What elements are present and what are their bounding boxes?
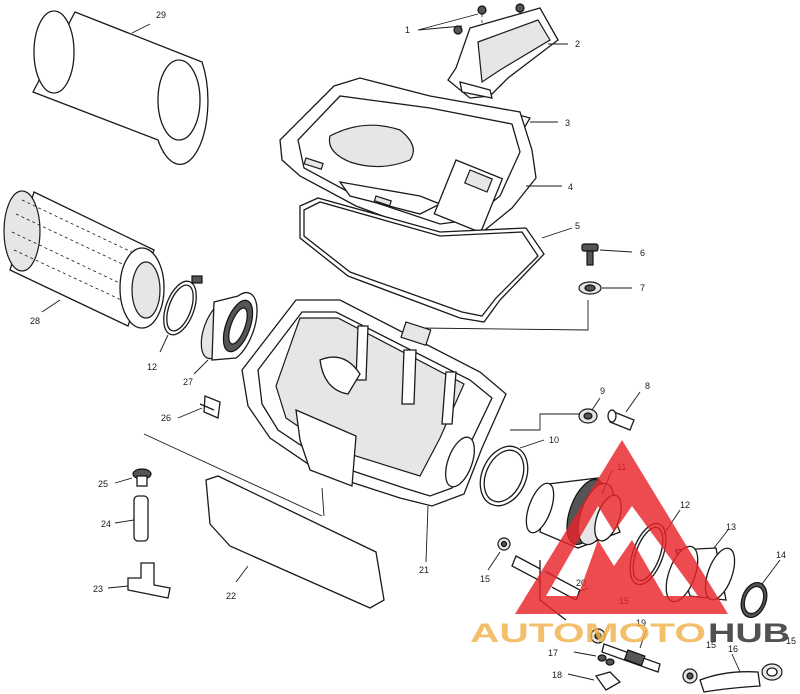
callout-19: 17	[548, 648, 558, 658]
callout-15-c: 15	[706, 640, 716, 650]
part-12-clamp-left	[159, 275, 203, 353]
part-29-filter-sleeve	[32, 10, 209, 166]
part-6-screw	[581, 243, 633, 266]
callout-26: 26	[161, 413, 171, 423]
part-17-check-valve	[601, 629, 661, 673]
callout-28: 28	[30, 316, 40, 326]
callout-15-d: 15	[786, 636, 796, 646]
watermark-text-black: HUB	[708, 618, 790, 648]
callout-20: 18	[552, 670, 562, 680]
part-20-cap	[567, 671, 622, 691]
watermark-triangle	[515, 440, 728, 614]
callout-12-left: 12	[147, 362, 157, 372]
callout-18: 20	[576, 578, 586, 588]
callout-3: 3	[565, 118, 570, 128]
part-10-seal-ring	[479, 439, 545, 507]
callout-21: 21	[419, 565, 429, 575]
callout-12-right: 12	[680, 500, 690, 510]
callout-2: 2	[575, 39, 580, 49]
callout-1: 1	[405, 25, 410, 35]
part-15-clamp-a	[487, 537, 511, 571]
callout-8: 8	[645, 381, 650, 391]
part-14-ring-clamp	[740, 559, 781, 619]
callout-10: 10	[549, 435, 559, 445]
part-8-fitting	[607, 391, 641, 431]
leader-9-to-airbox	[510, 413, 580, 431]
part-21-airbox-base	[241, 299, 507, 563]
part-15-clamp-c	[682, 668, 698, 684]
part-16-hose	[699, 653, 761, 693]
callout-7: 7	[640, 283, 645, 293]
watermark-wordmark: AUTOMOTO HUB	[470, 618, 790, 648]
part-28-air-filter	[3, 190, 165, 329]
callout-6: 6	[640, 248, 645, 258]
part-15-clamp-d	[761, 663, 783, 681]
watermark-text-orange: AUTOMOTO	[470, 618, 706, 648]
callout-27: 27	[183, 377, 193, 387]
part-25-24-23-vent-fittings	[107, 468, 171, 599]
callout-22: 22	[226, 591, 236, 601]
callout-labels: 29 1 2 3 4 5 6 7 8 9 10 11 28 12 27 26 2…	[30, 10, 796, 680]
callout-9: 9	[600, 386, 605, 396]
watermark-logo: AUTOMOTO HUB	[470, 440, 790, 648]
part-26-clip	[177, 395, 221, 419]
part-9-nut	[578, 397, 601, 424]
part-19-spring	[573, 651, 615, 666]
leader-7-to-bracket	[419, 300, 589, 331]
callout-25: 25	[98, 479, 108, 489]
part-5-gasket	[299, 197, 573, 323]
part-27-adapter	[193, 292, 258, 375]
part-7-nut	[578, 281, 632, 295]
part-15-clamp-b	[590, 628, 606, 644]
callout-13: 13	[726, 522, 736, 532]
callout-5: 5	[575, 221, 580, 231]
callout-29: 29	[156, 10, 166, 20]
callout-15-a: 15	[480, 574, 490, 584]
callout-24: 24	[101, 519, 111, 529]
part-22-baffle	[143, 433, 385, 609]
callout-17: 19	[636, 618, 646, 628]
callout-4: 4	[568, 182, 573, 192]
callout-14: 14	[776, 550, 786, 560]
callout-16: 16	[728, 644, 738, 654]
callout-23: 23	[93, 584, 103, 594]
part-2-intake-cover	[447, 7, 568, 99]
part-4-airbox-cover	[279, 77, 562, 241]
